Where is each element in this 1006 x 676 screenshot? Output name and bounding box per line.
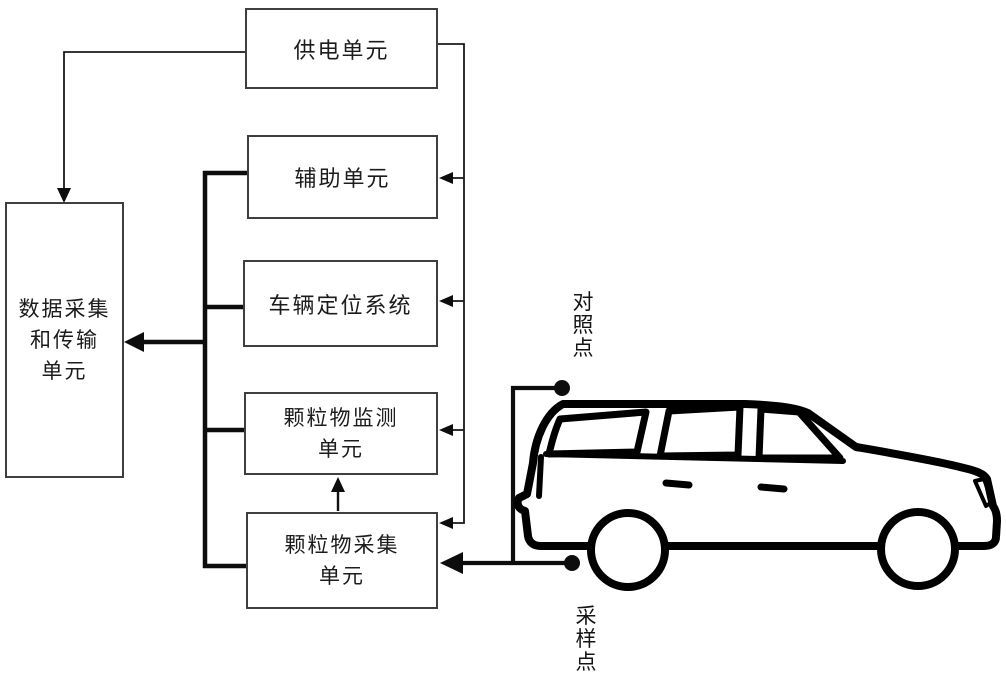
car-door-handle xyxy=(662,479,693,489)
arrowhead-left-icon xyxy=(124,332,144,352)
car-rear-window xyxy=(545,408,650,458)
arrowhead-left-icon xyxy=(439,295,453,307)
sampling-point-dot xyxy=(564,555,580,571)
arrowhead-left-icon xyxy=(439,517,453,529)
arrowhead-left-icon xyxy=(439,424,453,436)
suv-car-drawing xyxy=(513,400,1001,591)
box-auxiliary-unit: 辅助单元 xyxy=(247,135,438,219)
power-distribution-connector xyxy=(437,43,465,529)
car-body-outline xyxy=(513,400,1001,550)
bus-to-data-arrow xyxy=(124,332,207,352)
auxiliary-unit-label: 辅助单元 xyxy=(294,166,391,191)
box-pm-monitoring-unit: 颗粒物监测 单元 xyxy=(244,392,438,475)
box-pm-collection-unit: 颗粒物采集 单元 xyxy=(246,512,438,609)
control-point-connector xyxy=(510,380,570,561)
car-tail-lamp xyxy=(536,454,544,499)
arrowhead-down-icon xyxy=(57,188,71,203)
bus-trunk-connector xyxy=(202,170,248,569)
pm-collection-label: 颗粒物采集 单元 xyxy=(284,532,400,588)
box-data-collection-transmission-unit: 数据采集 和传输 单元 xyxy=(5,202,124,478)
arrowhead-left-icon xyxy=(440,552,463,574)
arrowhead-up-icon xyxy=(331,477,345,492)
control-point-dot xyxy=(554,380,570,396)
power-supply-unit-label: 供电单元 xyxy=(293,37,390,63)
data-unit-label: 数据采集 和传输 单元 xyxy=(18,296,111,383)
car-headlight xyxy=(973,477,994,508)
vehicle-positioning-label: 车辆定位系统 xyxy=(268,292,413,318)
box-vehicle-positioning-system: 车辆定位系统 xyxy=(243,260,438,347)
car-middle-window xyxy=(656,403,744,460)
car-door-handle xyxy=(757,483,788,493)
car-front-wheel xyxy=(877,508,959,590)
pm-monitoring-label: 颗粒物监测 单元 xyxy=(283,405,399,461)
control-point-label: 对照点 xyxy=(572,290,594,360)
sampling-point-connector xyxy=(440,552,580,574)
arrowhead-left-icon xyxy=(439,172,453,184)
power-to-data-connector xyxy=(57,51,245,203)
car-rear-wheel xyxy=(587,509,669,591)
car-front-window xyxy=(755,405,844,462)
collect-to-monitor-arrow xyxy=(331,477,345,511)
sampling-point-label: 采样点 xyxy=(575,604,597,674)
box-power-supply-unit: 供电单元 xyxy=(245,8,438,89)
